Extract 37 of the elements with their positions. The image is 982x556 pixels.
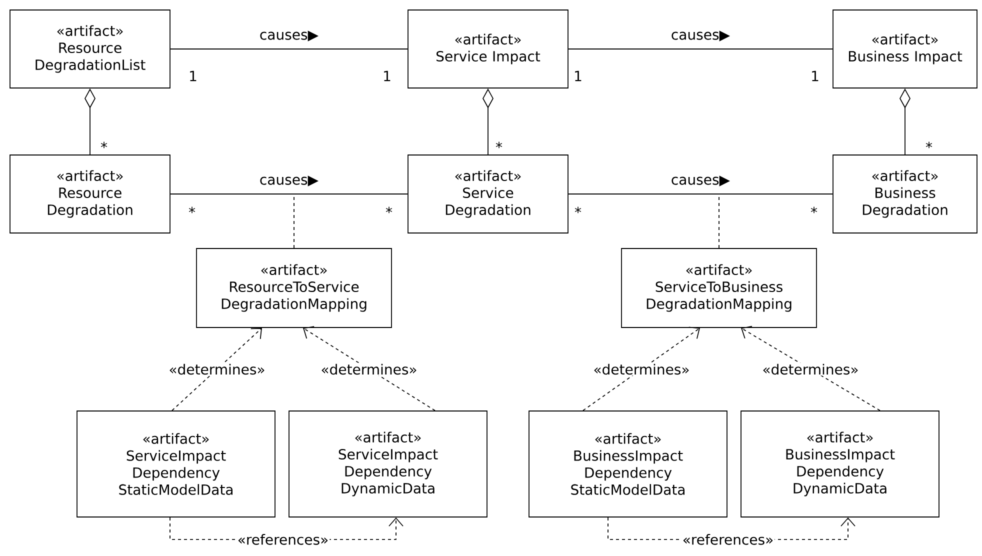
edge-label: causes▶ [260,176,319,186]
multiplicity-label: 1 [384,70,390,82]
class-box: «artifact» ResourceToService DegradationMapping [196,248,392,328]
multiplicity-label: * [574,206,582,214]
class-box: «artifact» ServiceToBusiness DegradationMapping [621,248,817,328]
class-box: «artifact» Service Impact [408,10,568,88]
multiplicity-label: * [386,206,392,214]
class-box: «artifact» Resource DegradationList [10,10,170,88]
class-box: «artifact» Resource Degradation [10,154,170,234]
edge-label: causes▶ [672,30,730,42]
dependency-arrow [741,326,880,411]
edge-label: causes▶ [672,176,730,186]
multiplicity-label: 1 [812,70,818,82]
edge-label: «determines» [168,362,266,376]
class-box: «artifact» BusinessImpact Dependency StaticModelData [528,410,728,518]
dependency-arrow [303,326,436,411]
multiplicity-label: 1 [190,70,196,82]
dependency-arrow [172,328,262,411]
class-box: «artifact» Service Degradation [408,154,568,234]
edge-label: «references» [236,533,330,546]
class-box: «artifact» BusinessImpact Dependency DynamicData [740,410,940,518]
association-line [170,48,408,50]
edge-label: «determines» [761,362,860,376]
edge-label: causes▶ [260,30,319,42]
class-box: «artifact» ServiceImpact Dependency StaticModelData [76,410,276,518]
association-line [568,48,833,50]
multiplicity-label: * [496,142,502,148]
class-box: «artifact» ServiceImpact Dependency DynamicData [288,410,488,518]
class-box: «artifact» Business Impact [832,10,978,88]
class-box: «artifact» Business Degradation [832,154,978,234]
multiplicity-label: * [188,206,196,214]
multiplicity-label: * [100,142,108,148]
edge-label: «references» [681,533,775,546]
edge-label: «determines» [592,362,691,376]
edge-label: «determines» [320,362,418,376]
dependency-arrow [582,326,700,411]
multiplicity-label: * [810,206,818,214]
